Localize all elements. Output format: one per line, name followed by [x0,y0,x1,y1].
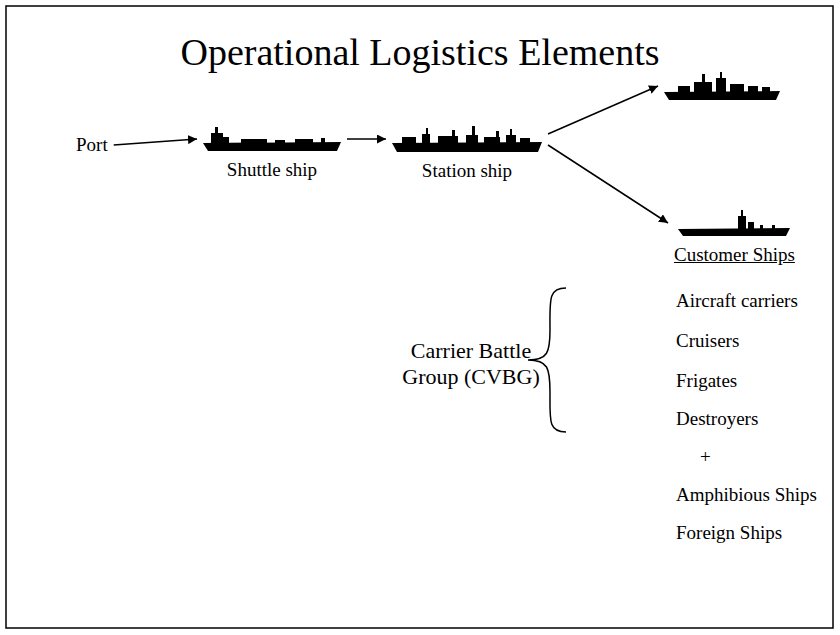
node-label: Shuttle ship [203,159,341,181]
ship-node [664,72,780,100]
ship-type: Frigates [676,370,737,392]
ship-silhouette [664,72,780,100]
ship-type: + [700,446,711,468]
node-label: Station ship [392,160,542,182]
flow-arrow [347,138,386,140]
slide-frame [6,6,833,628]
ship-node: Station ship [392,126,542,182]
ship-type: Amphibious Ships [676,484,817,506]
ship-type: Cruisers [676,330,739,352]
ship-silhouette [392,126,542,152]
ship-silhouette [203,127,341,151]
group-heading: Customer Ships [674,244,795,266]
ship-silhouette [678,210,790,236]
ship-type: Aircraft carriers [676,290,798,312]
slide-title: Operational Logistics Elements [0,30,840,74]
group-brace [528,288,566,432]
flow-arrow [548,86,658,134]
node-label: Port [76,134,108,156]
group-label: Carrier Battle Group (CVBG) [396,338,546,390]
flow-arrow [548,145,668,223]
ship-node: Customer Ships [674,210,795,266]
port-node: Port [76,134,108,156]
ship-node: Shuttle ship [203,127,341,181]
flow-arrow [114,139,197,145]
ship-type: Destroyers [676,408,758,430]
ship-type: Foreign Ships [676,522,782,544]
